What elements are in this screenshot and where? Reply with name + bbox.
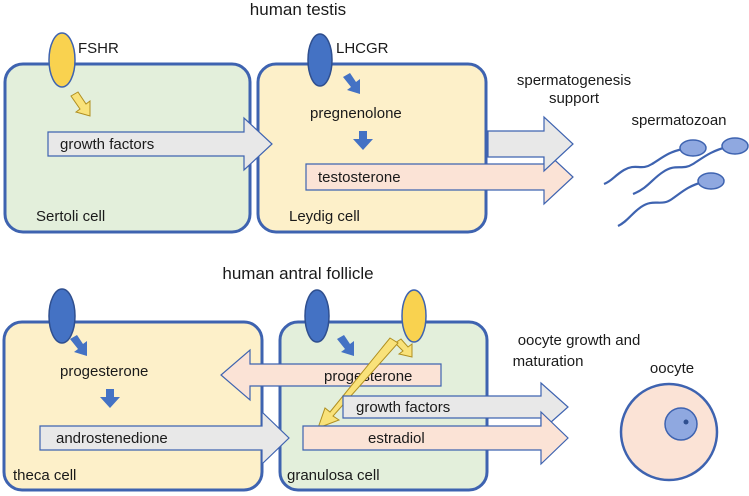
follicle-growth-factors-arrow	[342, 381, 569, 433]
spermatozoa-icon	[603, 137, 749, 227]
spermatogenesis-support-arrow	[487, 115, 574, 173]
theca-lhcgr-receptor	[48, 288, 76, 344]
support-label: support	[549, 90, 600, 107]
lhcgr-label: LHCGR	[336, 40, 389, 57]
granulosa-progesterone-arrow	[220, 348, 442, 402]
fshr-label: FSHR	[78, 40, 119, 57]
pregnenolone-to-testosterone-arrow	[353, 131, 373, 150]
estradiol-label: estradiol	[368, 430, 425, 447]
testosterone-label: testosterone	[318, 169, 401, 186]
lhcgr-signal-arrow	[343, 73, 360, 94]
follicle-growth-factors-label: growth factors	[356, 399, 450, 416]
theca-cell	[2, 320, 264, 492]
granulosa-fsh-signal-arrow	[394, 338, 413, 358]
growth-factors-label: growth factors	[60, 136, 154, 153]
androstenedione-label: androstenedione	[56, 430, 168, 447]
maturation-label: maturation	[513, 353, 584, 370]
fshr-receptor	[48, 32, 76, 88]
pregnenolone-label: pregnenolone	[310, 105, 402, 122]
theca-cell-label: theca cell	[13, 467, 76, 484]
estradiol-arrow	[302, 410, 569, 466]
spermatogenesis-label: spermatogenesis	[517, 72, 631, 89]
granulosa-lh-signal-arrow	[337, 335, 354, 356]
leydig-cell	[256, 62, 488, 234]
progesterone-to-androstenedione-arrow	[100, 389, 120, 408]
lhcgr-receptor	[307, 33, 333, 87]
granulosa-fshr-receptor	[401, 289, 427, 343]
granulosa-cell-label: granulosa cell	[287, 467, 380, 484]
fshr-signal-arrow	[70, 91, 91, 117]
fsh-diagonal-arrow	[317, 337, 399, 429]
theca-signal-arrow	[70, 335, 87, 356]
theca-progesterone-label: progesterone	[60, 363, 148, 380]
oocyte-icon	[619, 382, 719, 482]
growth-factors-arrow	[47, 116, 273, 172]
sertoli-cell-label: Sertoli cell	[36, 208, 105, 225]
androstenedione-arrow	[39, 410, 290, 466]
spermatozoan-label: spermatozoan	[631, 112, 726, 129]
granulosa-lhcgr-receptor	[304, 289, 330, 343]
follicle-title: human antral follicle	[222, 264, 373, 283]
oocyte-growth-label: oocyte growth and	[518, 332, 641, 349]
testis-title: human testis	[250, 0, 346, 19]
oocyte-label: oocyte	[650, 360, 694, 377]
leydig-cell-label: Leydig cell	[289, 208, 360, 225]
